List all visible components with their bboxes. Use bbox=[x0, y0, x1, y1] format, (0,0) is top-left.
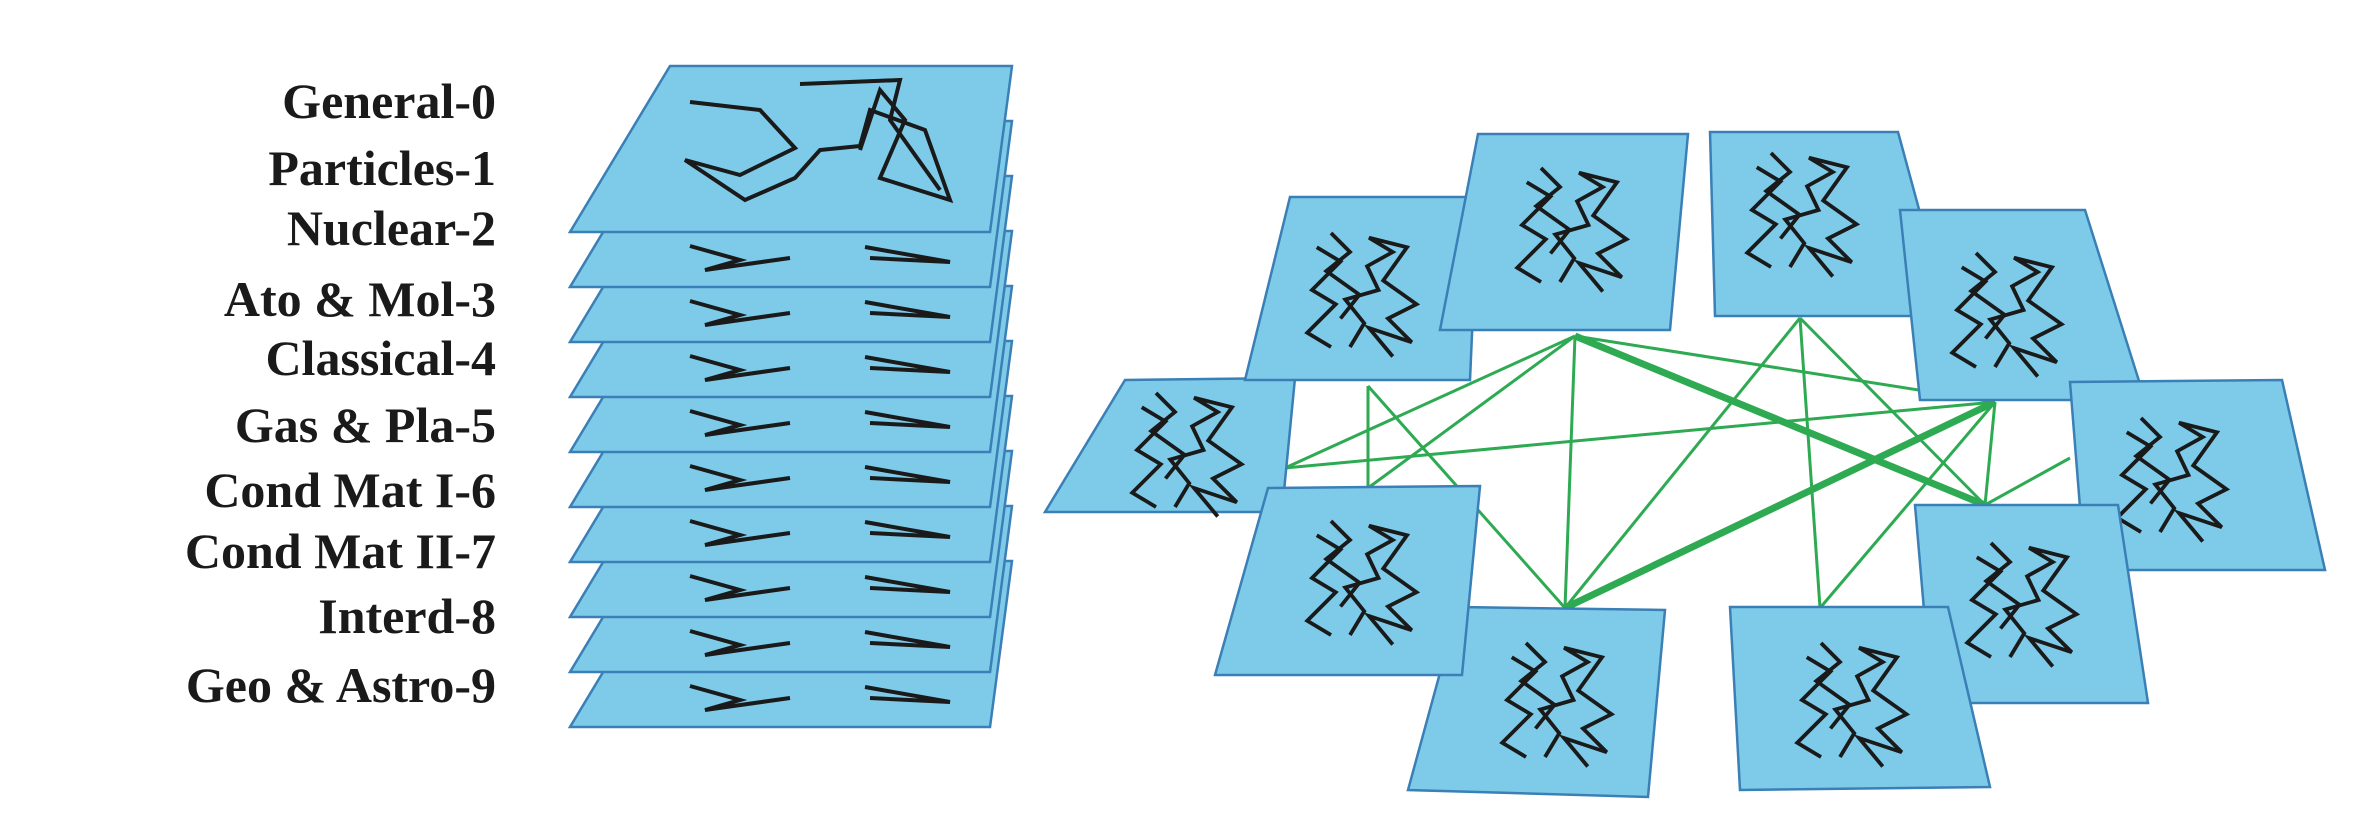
layer-label: Cond Mat I-6 bbox=[204, 462, 496, 518]
layer-plane bbox=[1406, 605, 1667, 799]
interlayer-link bbox=[1798, 316, 1987, 507]
layer-plane bbox=[1438, 132, 1690, 332]
layer-label: Gas & Pla-5 bbox=[235, 397, 496, 453]
network-edge-fragment bbox=[864, 465, 951, 484]
layer-label: Cond Mat II-7 bbox=[185, 523, 496, 579]
interlayer-link bbox=[1284, 400, 1996, 470]
network-edge-fragment bbox=[689, 244, 791, 272]
network-edge-fragment bbox=[689, 629, 791, 657]
layer-label: General-0 bbox=[282, 73, 496, 129]
interlayer-link bbox=[1284, 334, 1576, 470]
layer-plane bbox=[1898, 208, 2147, 402]
network-edge-fragment bbox=[689, 299, 791, 327]
interlayer-link bbox=[1818, 401, 1997, 609]
interlayer-link bbox=[1563, 335, 1577, 609]
layer-plane-shape bbox=[1728, 605, 1992, 792]
interlayer-link bbox=[1798, 317, 1822, 609]
layer-label: Particles-1 bbox=[268, 140, 496, 196]
network-edge-fragment bbox=[689, 684, 791, 712]
layer-label: Nuclear-2 bbox=[287, 200, 496, 256]
network-graph bbox=[799, 77, 942, 192]
network-edge-fragment bbox=[689, 574, 791, 602]
layer-plane bbox=[1213, 484, 1482, 677]
layer-label: Classical-4 bbox=[265, 330, 496, 386]
layer-plane bbox=[1042, 376, 1297, 519]
network-edge-fragment bbox=[689, 464, 791, 492]
layer-label: Geo & Astro-9 bbox=[186, 657, 496, 713]
network-edge-fragment bbox=[864, 300, 951, 319]
interlayer-links bbox=[1284, 316, 2071, 612]
network-edge-fragment bbox=[864, 245, 951, 264]
network-edge-fragment bbox=[864, 520, 951, 539]
layer-stack bbox=[567, 64, 1014, 729]
layer-plane bbox=[1243, 195, 1480, 382]
layer-label: Ato & Mol-3 bbox=[224, 271, 496, 327]
layer-plane bbox=[1728, 605, 1992, 792]
interlayer-link bbox=[1564, 400, 1996, 610]
layer-plane-shape bbox=[1243, 195, 1480, 382]
layer-label: Interd-8 bbox=[318, 588, 496, 644]
layer-plane-shape bbox=[1213, 484, 1482, 677]
network-graph bbox=[683, 85, 954, 204]
network-edge-fragment bbox=[864, 410, 951, 429]
layer-plane bbox=[567, 64, 1014, 234]
network-edge-fragment bbox=[689, 409, 791, 437]
network-edge-fragment bbox=[864, 630, 951, 649]
interlayer-link bbox=[1984, 456, 2071, 507]
layer-labels: General-0 Particles-1 Nuclear-2 Ato & Mo… bbox=[185, 73, 496, 713]
interlayer-link bbox=[1367, 334, 1576, 490]
interlayer-link bbox=[1573, 332, 1987, 509]
layer-ring bbox=[1042, 130, 2327, 799]
network-edge-fragment bbox=[689, 354, 791, 382]
network-edge-fragment bbox=[689, 519, 791, 547]
network-edge-fragment bbox=[864, 575, 951, 594]
network-edge-fragment bbox=[864, 685, 951, 704]
network-edge-fragment bbox=[864, 355, 951, 374]
interlayer-link bbox=[1983, 401, 1997, 506]
interlayer-link bbox=[1563, 317, 1802, 609]
